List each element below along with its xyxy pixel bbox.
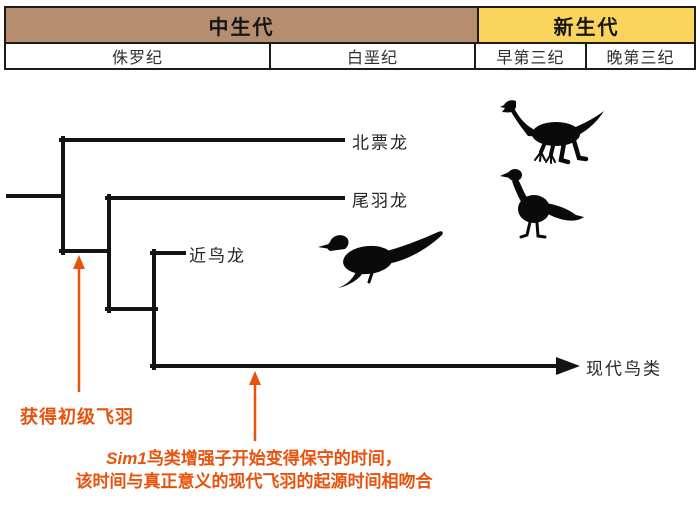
period-cell-jurassic: 侏罗纪 <box>6 44 269 68</box>
period-cell-early-tertiary: 早第三纪 <box>476 44 585 68</box>
modern-birds-arrowhead-icon <box>556 357 580 375</box>
annotation-primary-feathers: 获得初级飞羽 <box>20 407 134 427</box>
annotation-sim1: Sim1鸟类增强子开始变得保守的时间， 该时间与真正意义的现代飞羽的起源时间相吻… <box>38 447 470 493</box>
sim1-arrowhead-icon <box>249 371 261 385</box>
taxon-label-beipiaosaurus: 北票龙 <box>352 133 409 153</box>
annotation-sim1-gene: Sim1 <box>106 449 147 468</box>
geologic-timescale-table: 中生代 新生代 侏罗纪 白垩纪 早第三纪 晚第三纪 <box>4 6 696 70</box>
annotation-sim1-line1: 鸟类增强子开始变得保守的时间， <box>146 449 402 468</box>
taxon-label-anchiornis: 近鸟龙 <box>189 246 246 266</box>
primary-feathers-arrowhead-icon <box>73 255 85 269</box>
taxon-label-caudipteryx: 尾羽龙 <box>352 191 409 211</box>
anchiornis-silhouette-icon <box>318 231 443 288</box>
annotation-sim1-line2: 该时间与真正意义的现代飞羽的起源时间相吻合 <box>75 472 433 491</box>
period-row: 侏罗纪 白垩纪 早第三纪 晚第三纪 <box>6 44 694 68</box>
era-cell-cenozoic: 新生代 <box>479 8 694 42</box>
period-cell-late-tertiary: 晚第三纪 <box>587 44 694 68</box>
caudipteryx-silhouette-icon <box>500 169 584 239</box>
annotation-arrows <box>73 255 261 441</box>
period-cell-cretaceous: 白垩纪 <box>271 44 474 68</box>
tree-branches <box>6 136 560 370</box>
era-row: 中生代 新生代 <box>6 8 694 42</box>
era-cell-mesozoic: 中生代 <box>6 8 477 42</box>
taxon-label-modern-birds: 现代鸟类 <box>586 359 662 379</box>
beipiaosaurus-silhouette-icon <box>500 100 604 165</box>
